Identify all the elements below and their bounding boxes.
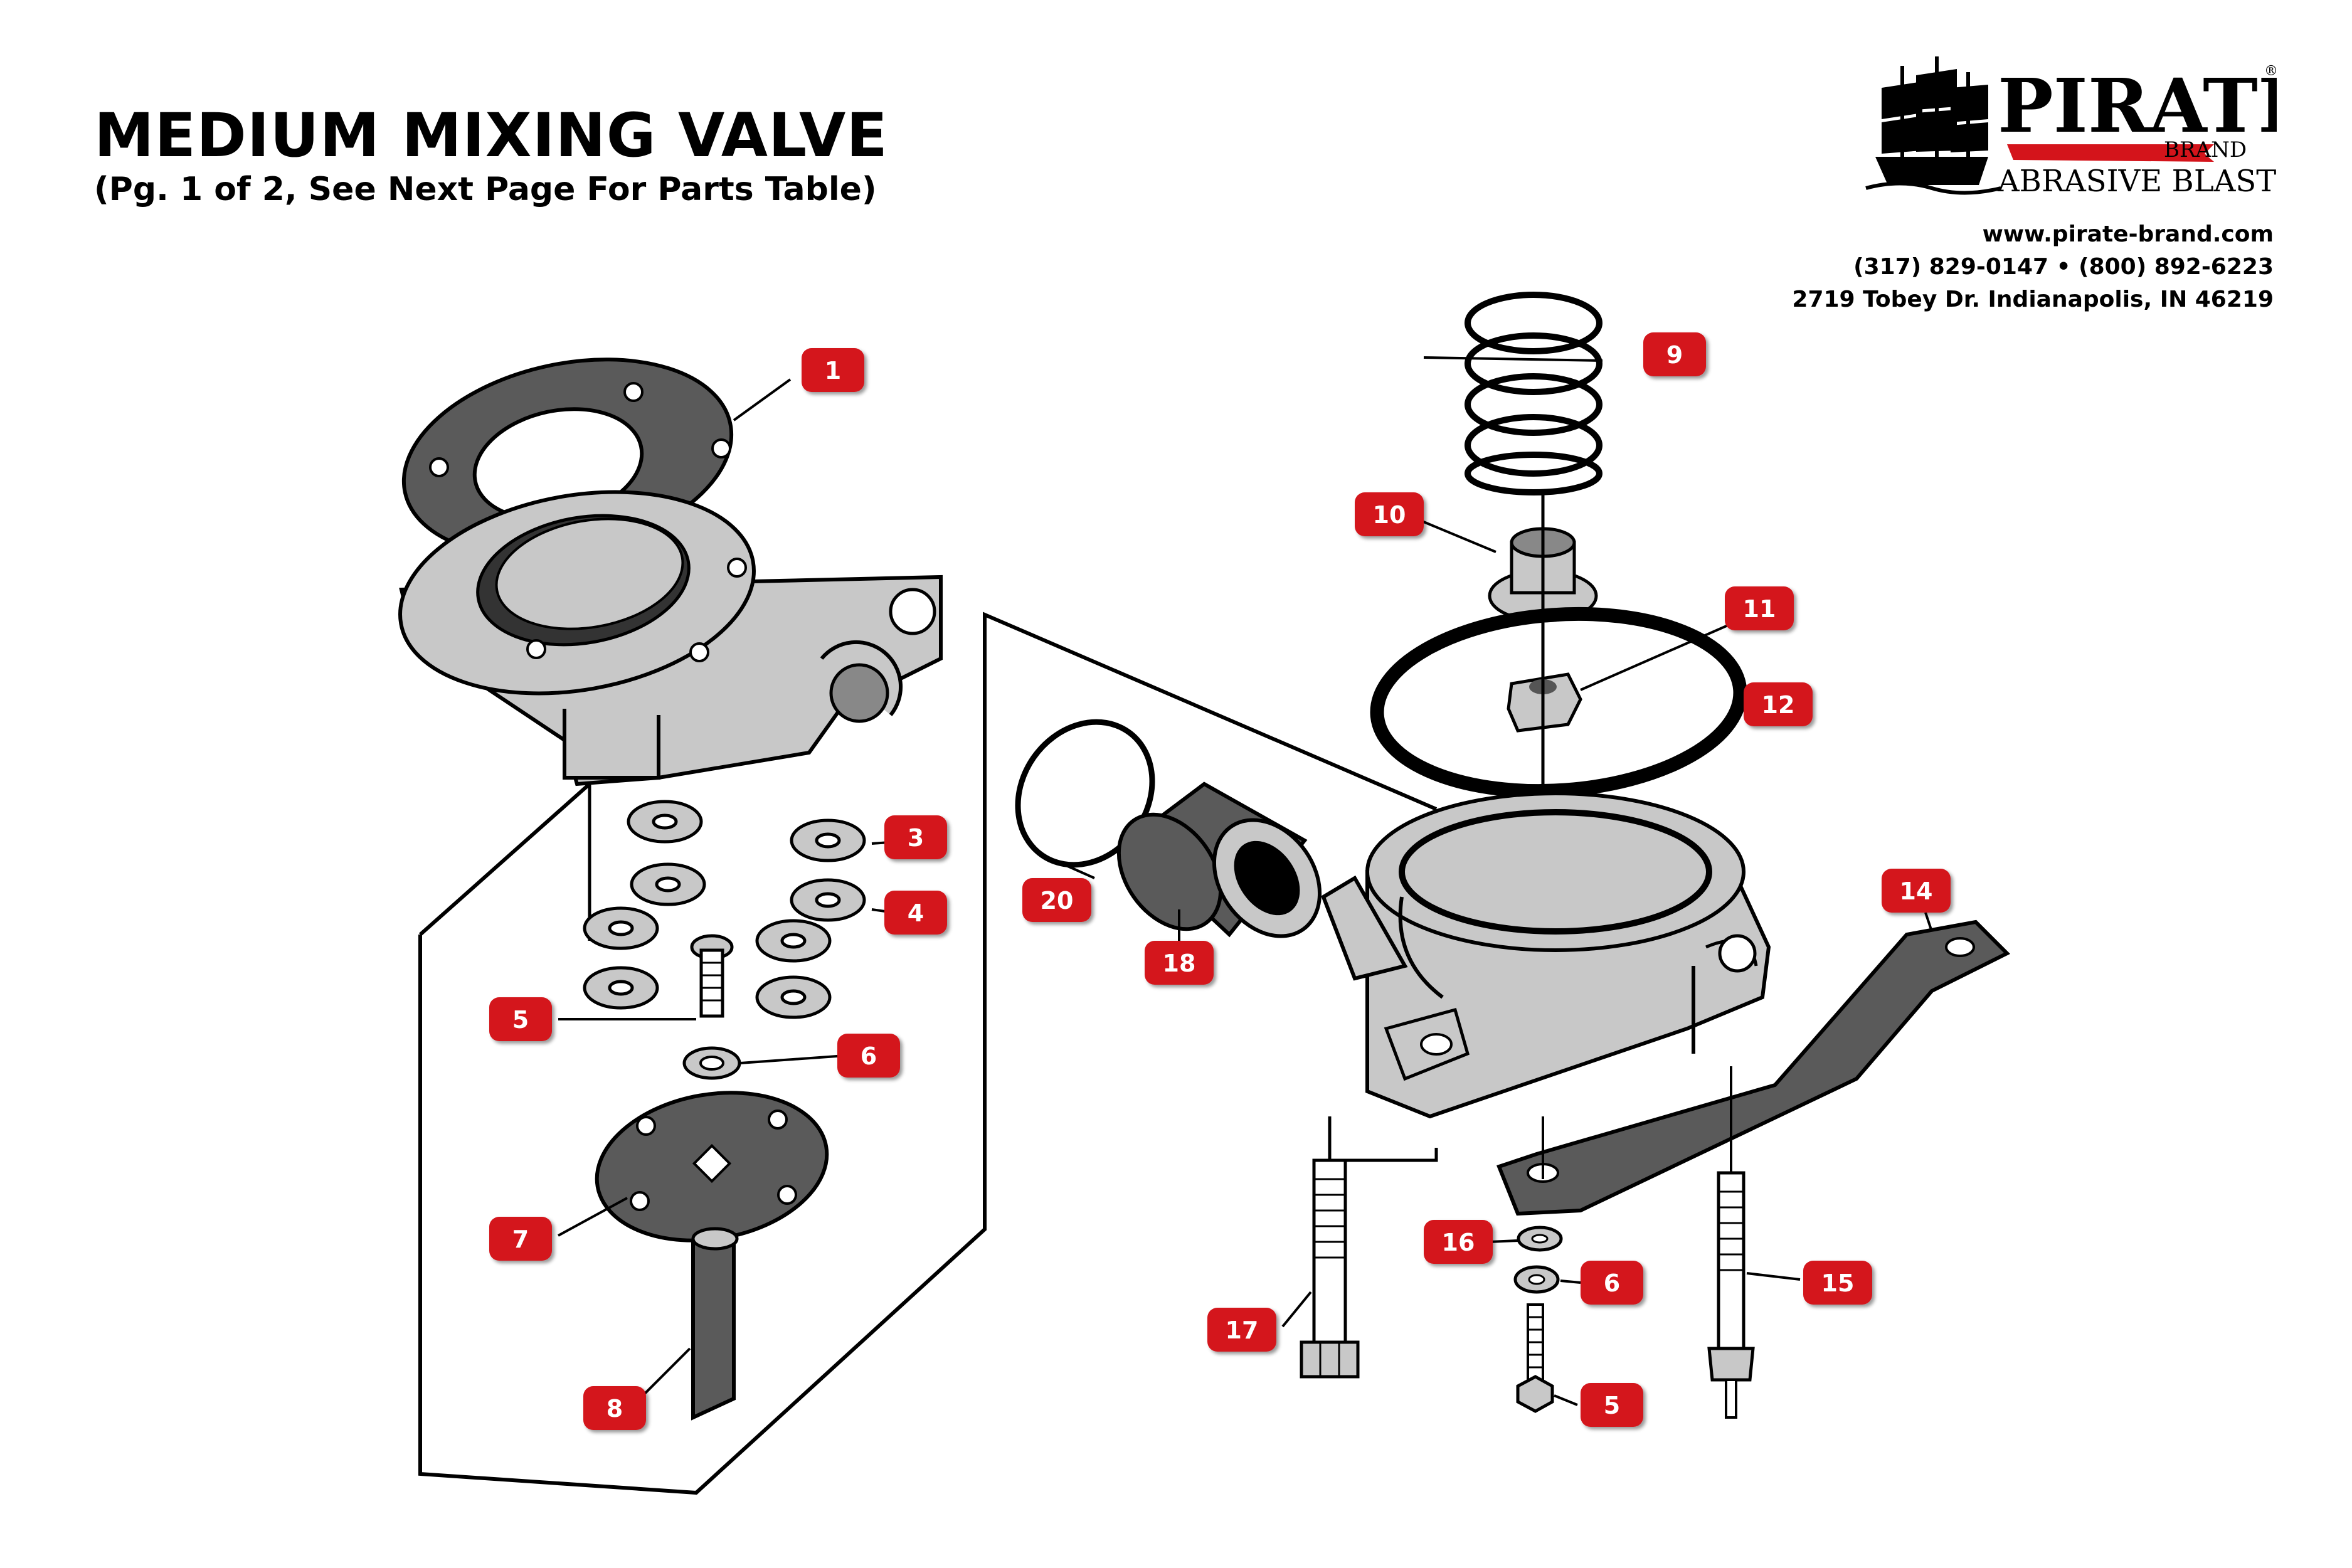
part-9-spring xyxy=(1465,292,1602,495)
svg-text:5: 5 xyxy=(512,1006,529,1034)
svg-text:16: 16 xyxy=(1442,1229,1475,1256)
svg-text:20: 20 xyxy=(1041,887,1074,914)
svg-text:17: 17 xyxy=(1226,1316,1259,1344)
svg-text:14: 14 xyxy=(1900,877,1933,905)
part-5-screw-right xyxy=(1516,1303,1554,1413)
svg-text:12: 12 xyxy=(1762,691,1795,719)
contact-block: www.pirate-brand.com (317) 829-0147 • (8… xyxy=(1792,218,2274,316)
address: 2719 Tobey Dr. Indianapolis, IN 46219 xyxy=(1792,287,2274,312)
callout-17: 17 xyxy=(1207,1308,1276,1352)
callout-5-right: 5 xyxy=(1581,1383,1643,1427)
part-15-long-bolt xyxy=(1707,1066,1755,1419)
assembly-outline xyxy=(418,612,1438,1495)
svg-text:1: 1 xyxy=(825,357,841,384)
pirate-ship-icon xyxy=(1865,56,2001,195)
part-17-hex-bolt xyxy=(1300,1158,1360,1379)
callout-10: 10 xyxy=(1355,492,1424,536)
logo-registered: ® xyxy=(2264,63,2277,79)
callout-7: 7 xyxy=(489,1217,552,1261)
callout-20: 20 xyxy=(1022,878,1091,922)
svg-text:6: 6 xyxy=(861,1042,877,1070)
callout-12: 12 xyxy=(1744,682,1813,726)
svg-text:4: 4 xyxy=(908,899,924,927)
part-6-washer-left xyxy=(682,1046,741,1080)
callout-1: 1 xyxy=(802,348,864,392)
callout-9: 9 xyxy=(1643,332,1706,376)
callout-5-left: 5 xyxy=(489,997,552,1041)
callout-8: 8 xyxy=(583,1386,646,1430)
svg-text:7: 7 xyxy=(512,1226,529,1253)
svg-text:5: 5 xyxy=(1604,1392,1620,1419)
callout-14: 14 xyxy=(1882,869,1951,913)
svg-text:9: 9 xyxy=(1666,341,1683,369)
page-subtitle: (Pg. 1 of 2, See Next Page For Parts Tab… xyxy=(94,171,877,208)
logo-brand: BRAND xyxy=(2164,137,2247,162)
part-18-sleeve xyxy=(1116,781,1322,938)
part-7-disc xyxy=(595,1091,829,1242)
main-valve-body xyxy=(1321,792,1771,1119)
part-8-shaft xyxy=(691,1227,739,1421)
svg-text:6: 6 xyxy=(1604,1269,1620,1297)
part-12-large-o-ring xyxy=(1370,607,1747,798)
svg-text:18: 18 xyxy=(1163,950,1196,977)
part-16-lock-washer xyxy=(1517,1226,1563,1252)
part-5-screw xyxy=(690,934,734,1018)
svg-text:11: 11 xyxy=(1743,595,1776,623)
svg-text:15: 15 xyxy=(1821,1269,1855,1297)
brand-logo: PIRATE ® BRAND ABRASIVE BLASTING xyxy=(1863,50,2339,201)
page-title: MEDIUM MIXING VALVE xyxy=(94,100,888,171)
svg-text:3: 3 xyxy=(908,824,924,852)
svg-text:8: 8 xyxy=(607,1395,623,1422)
part-6-washer-right xyxy=(1513,1265,1560,1294)
part-14-lever xyxy=(1496,919,2011,1216)
callout-16: 16 xyxy=(1424,1220,1493,1264)
svg-text:10: 10 xyxy=(1373,501,1406,529)
callout-6-left: 6 xyxy=(837,1034,900,1078)
parts-3-4-washers xyxy=(583,800,866,1019)
phone-numbers: (317) 829-0147 • (800) 892-6223 xyxy=(1853,254,2274,280)
callout-15: 15 xyxy=(1803,1261,1872,1305)
callout-18: 18 xyxy=(1145,941,1214,985)
logo-name: PIRATE xyxy=(1998,62,2277,149)
website-link[interactable]: www.pirate-brand.com xyxy=(1982,221,2274,247)
callout-4: 4 xyxy=(884,891,947,935)
callout-3: 3 xyxy=(884,815,947,859)
callout-11: 11 xyxy=(1725,586,1794,630)
part-1-flange-body xyxy=(398,490,943,787)
callout-6-right: 6 xyxy=(1581,1261,1643,1305)
